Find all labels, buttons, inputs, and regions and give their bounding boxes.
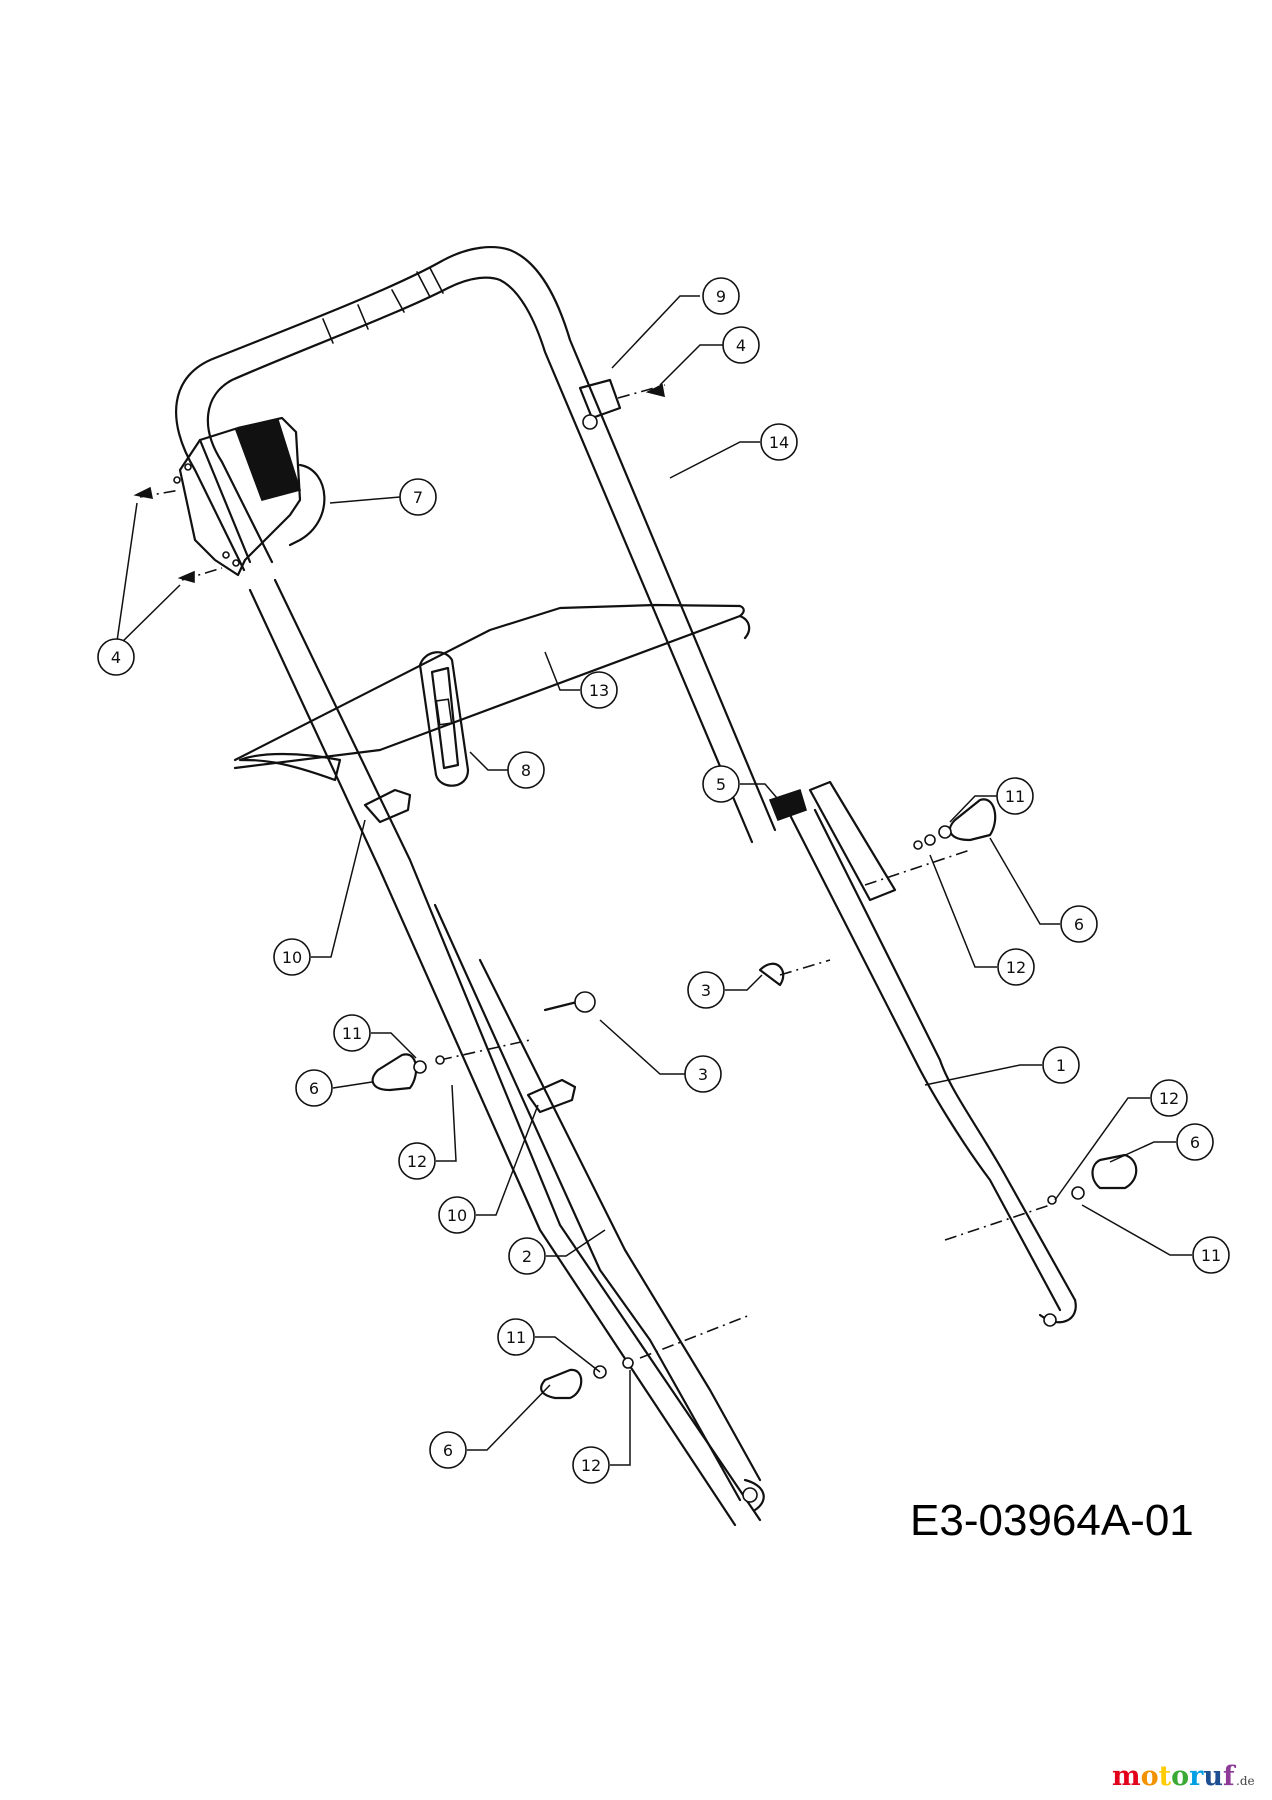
clamp-lower xyxy=(526,1078,577,1114)
callout-label: 4 xyxy=(736,336,746,355)
callout-7: 7 xyxy=(399,478,437,516)
callout-label: 10 xyxy=(447,1206,467,1225)
cable-guide-bar xyxy=(233,603,751,782)
knob-left-upper xyxy=(371,1053,445,1092)
callout-4-top: 4 xyxy=(722,326,760,364)
callout-11-lower: 11 xyxy=(497,1318,535,1356)
callout-leaders xyxy=(311,295,1192,1466)
callout-label: 1 xyxy=(1056,1056,1066,1075)
callout-label: 10 xyxy=(282,948,302,967)
callout-label: 6 xyxy=(443,1441,453,1460)
logo-suffix: .de xyxy=(1236,1774,1255,1788)
callout-label: 12 xyxy=(407,1152,427,1171)
callout-4-left: 4 xyxy=(97,638,135,676)
callout-10-lower: 10 xyxy=(438,1196,476,1234)
callout-label: 6 xyxy=(1074,915,1084,934)
callout-label: 6 xyxy=(309,1079,319,1098)
callout-2: 2 xyxy=(508,1237,546,1275)
callout-11-right-upper: 11 xyxy=(996,777,1034,815)
callout-label: 3 xyxy=(701,981,711,1000)
callout-label: 12 xyxy=(1159,1089,1179,1108)
callout-13: 13 xyxy=(580,671,618,709)
callout-9: 9 xyxy=(702,277,740,315)
lower-handle-right xyxy=(788,780,1077,1327)
callout-3-left: 3 xyxy=(684,1055,722,1093)
callout-label: 11 xyxy=(1005,787,1025,806)
upper-clamp-screw xyxy=(578,378,666,430)
motoruf-logo: motoruf .de xyxy=(1112,1761,1255,1792)
callout-label: 7 xyxy=(413,488,423,507)
callout-label: 11 xyxy=(342,1024,362,1043)
callout-11-right-lower: 11 xyxy=(1192,1236,1230,1274)
drawing-code: E3-03964A-01 xyxy=(910,1496,1194,1545)
callout-label: 12 xyxy=(1006,958,1026,977)
callout-label: 11 xyxy=(1201,1246,1221,1265)
logo-letter: u xyxy=(1203,1761,1223,1792)
callout-12-lower: 12 xyxy=(572,1446,610,1484)
knob-right-lower xyxy=(944,1153,1138,1241)
logo-letter: f xyxy=(1223,1761,1237,1792)
callout-6-lower: 6 xyxy=(429,1431,467,1469)
callout-1: 1 xyxy=(1042,1046,1080,1084)
callout-label: 8 xyxy=(521,761,531,780)
callout-label: 11 xyxy=(506,1328,526,1347)
callout-label: 3 xyxy=(698,1065,708,1084)
callout-12-left-upper: 12 xyxy=(398,1142,436,1180)
cable-clip xyxy=(418,651,470,787)
callout-label: 5 xyxy=(716,775,726,794)
svg-text:motoruf: motoruf xyxy=(1112,1761,1237,1792)
switch-box xyxy=(173,416,326,577)
callout-label: 2 xyxy=(522,1247,532,1266)
callout-label: 4 xyxy=(111,648,121,667)
callout-label: 9 xyxy=(716,287,726,306)
callout-label: 12 xyxy=(581,1456,601,1475)
callout-6-right-lower: 6 xyxy=(1176,1123,1214,1161)
spring xyxy=(768,788,807,822)
callout-3-right: 3 xyxy=(687,971,725,1009)
callout-11-left-upper: 11 xyxy=(333,1014,371,1052)
bolt-left xyxy=(439,991,596,1061)
callout-5: 5 xyxy=(702,765,740,803)
callout-8: 8 xyxy=(507,751,545,789)
callout-14: 14 xyxy=(760,423,798,461)
switch-box-screws xyxy=(115,486,223,649)
logo-letter: o xyxy=(1171,1761,1189,1792)
callout-10-upper: 10 xyxy=(273,938,311,976)
logo-letter: m xyxy=(1112,1761,1141,1792)
bolt-right xyxy=(758,849,971,987)
lower-handle-left xyxy=(248,578,765,1527)
logo-letter: o xyxy=(1141,1761,1159,1792)
callout-label: 13 xyxy=(589,681,609,700)
upper-handle-bar xyxy=(175,246,777,844)
knob-right-upper xyxy=(913,798,997,850)
callout-12-right-lower: 12 xyxy=(1150,1079,1188,1117)
logo-letter: t xyxy=(1159,1761,1172,1792)
callout-6-right-upper: 6 xyxy=(1060,905,1098,943)
callout-6-left-upper: 6 xyxy=(295,1069,333,1107)
logo-letter: r xyxy=(1189,1761,1204,1792)
knob-lower xyxy=(540,1314,751,1400)
callout-label: 6 xyxy=(1190,1133,1200,1152)
callout-12-right-upper: 12 xyxy=(997,948,1035,986)
callout-label: 14 xyxy=(769,433,789,452)
clamp-upper xyxy=(363,788,412,824)
